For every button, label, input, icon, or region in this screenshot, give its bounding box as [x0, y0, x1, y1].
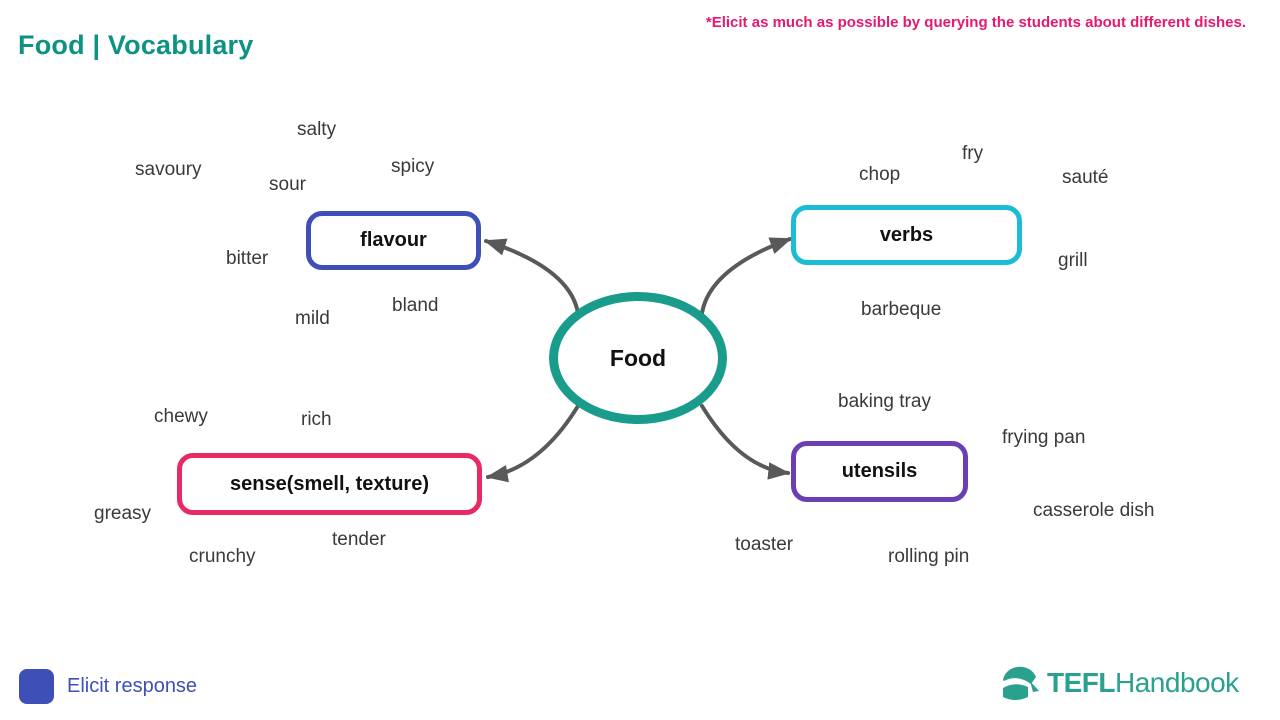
vocab-word: casserole dish [1033, 500, 1155, 521]
vocab-word: greasy [94, 503, 152, 524]
vocab-word: fry [962, 143, 984, 164]
legend-color-swatch [19, 669, 54, 704]
vocab-word: spicy [391, 156, 435, 177]
center-node-label: Food [609, 344, 667, 371]
branch-label-verbs: verbs [879, 223, 934, 246]
center-node-food: Food [549, 292, 727, 424]
vocab-word: bland [392, 295, 439, 316]
branch-label-utensils: utensils [841, 460, 918, 482]
vocab-word: salty [297, 119, 337, 140]
vocab-word: sour [269, 174, 306, 195]
branch-box-utensils: utensils [791, 441, 968, 502]
teacher-note: *Elicit as much as possible by querying … [705, 14, 1246, 31]
branch-label-flavour: flavour [360, 229, 427, 251]
vocab-word: savoury [135, 159, 202, 180]
vocab-word: crunchy [189, 546, 256, 567]
vocab-word: sauté [1062, 167, 1109, 188]
arrow-to-utensils [700, 404, 791, 480]
vocab-word: tender [332, 529, 386, 550]
vocab-word: baking tray [838, 391, 931, 412]
branch-box-sense: sense(smell, texture) [177, 453, 482, 515]
arrow-to-flavour [483, 238, 580, 315]
vocab-word: chop [859, 164, 901, 185]
branch-box-verbs: verbs [791, 205, 1022, 265]
vocab-word: chewy [154, 406, 208, 427]
vocab-word: rolling pin [888, 546, 970, 567]
vocab-word: barbeque [861, 299, 942, 320]
tefl-handbook-logo: TEFLHandbook [1000, 661, 1239, 705]
tefl-handbook-logo-icon [1003, 666, 1039, 700]
arrow-to-verbs [700, 237, 793, 315]
branch-label-sense: sense(smell, texture) [230, 472, 429, 495]
legend-label: Elicit response [67, 675, 198, 697]
page-title: Food | Vocabulary [18, 30, 254, 61]
tefl-handbook-logo-text: TEFLHandbook [1047, 667, 1239, 699]
vocab-word: rich [301, 409, 332, 430]
vocab-word: bitter [226, 248, 269, 269]
vocab-word: frying pan [1002, 427, 1086, 448]
arrow-to-sense [485, 404, 580, 483]
vocab-word: grill [1058, 250, 1088, 271]
branch-box-flavour: flavour [306, 211, 481, 270]
vocab-word: toaster [735, 534, 794, 555]
vocab-word: mild [295, 308, 330, 329]
logo-text-bold: TEFL [1047, 667, 1116, 698]
legend-elicit-response: Elicit response [19, 669, 197, 704]
logo-text-regular: Handbook [1115, 667, 1239, 698]
